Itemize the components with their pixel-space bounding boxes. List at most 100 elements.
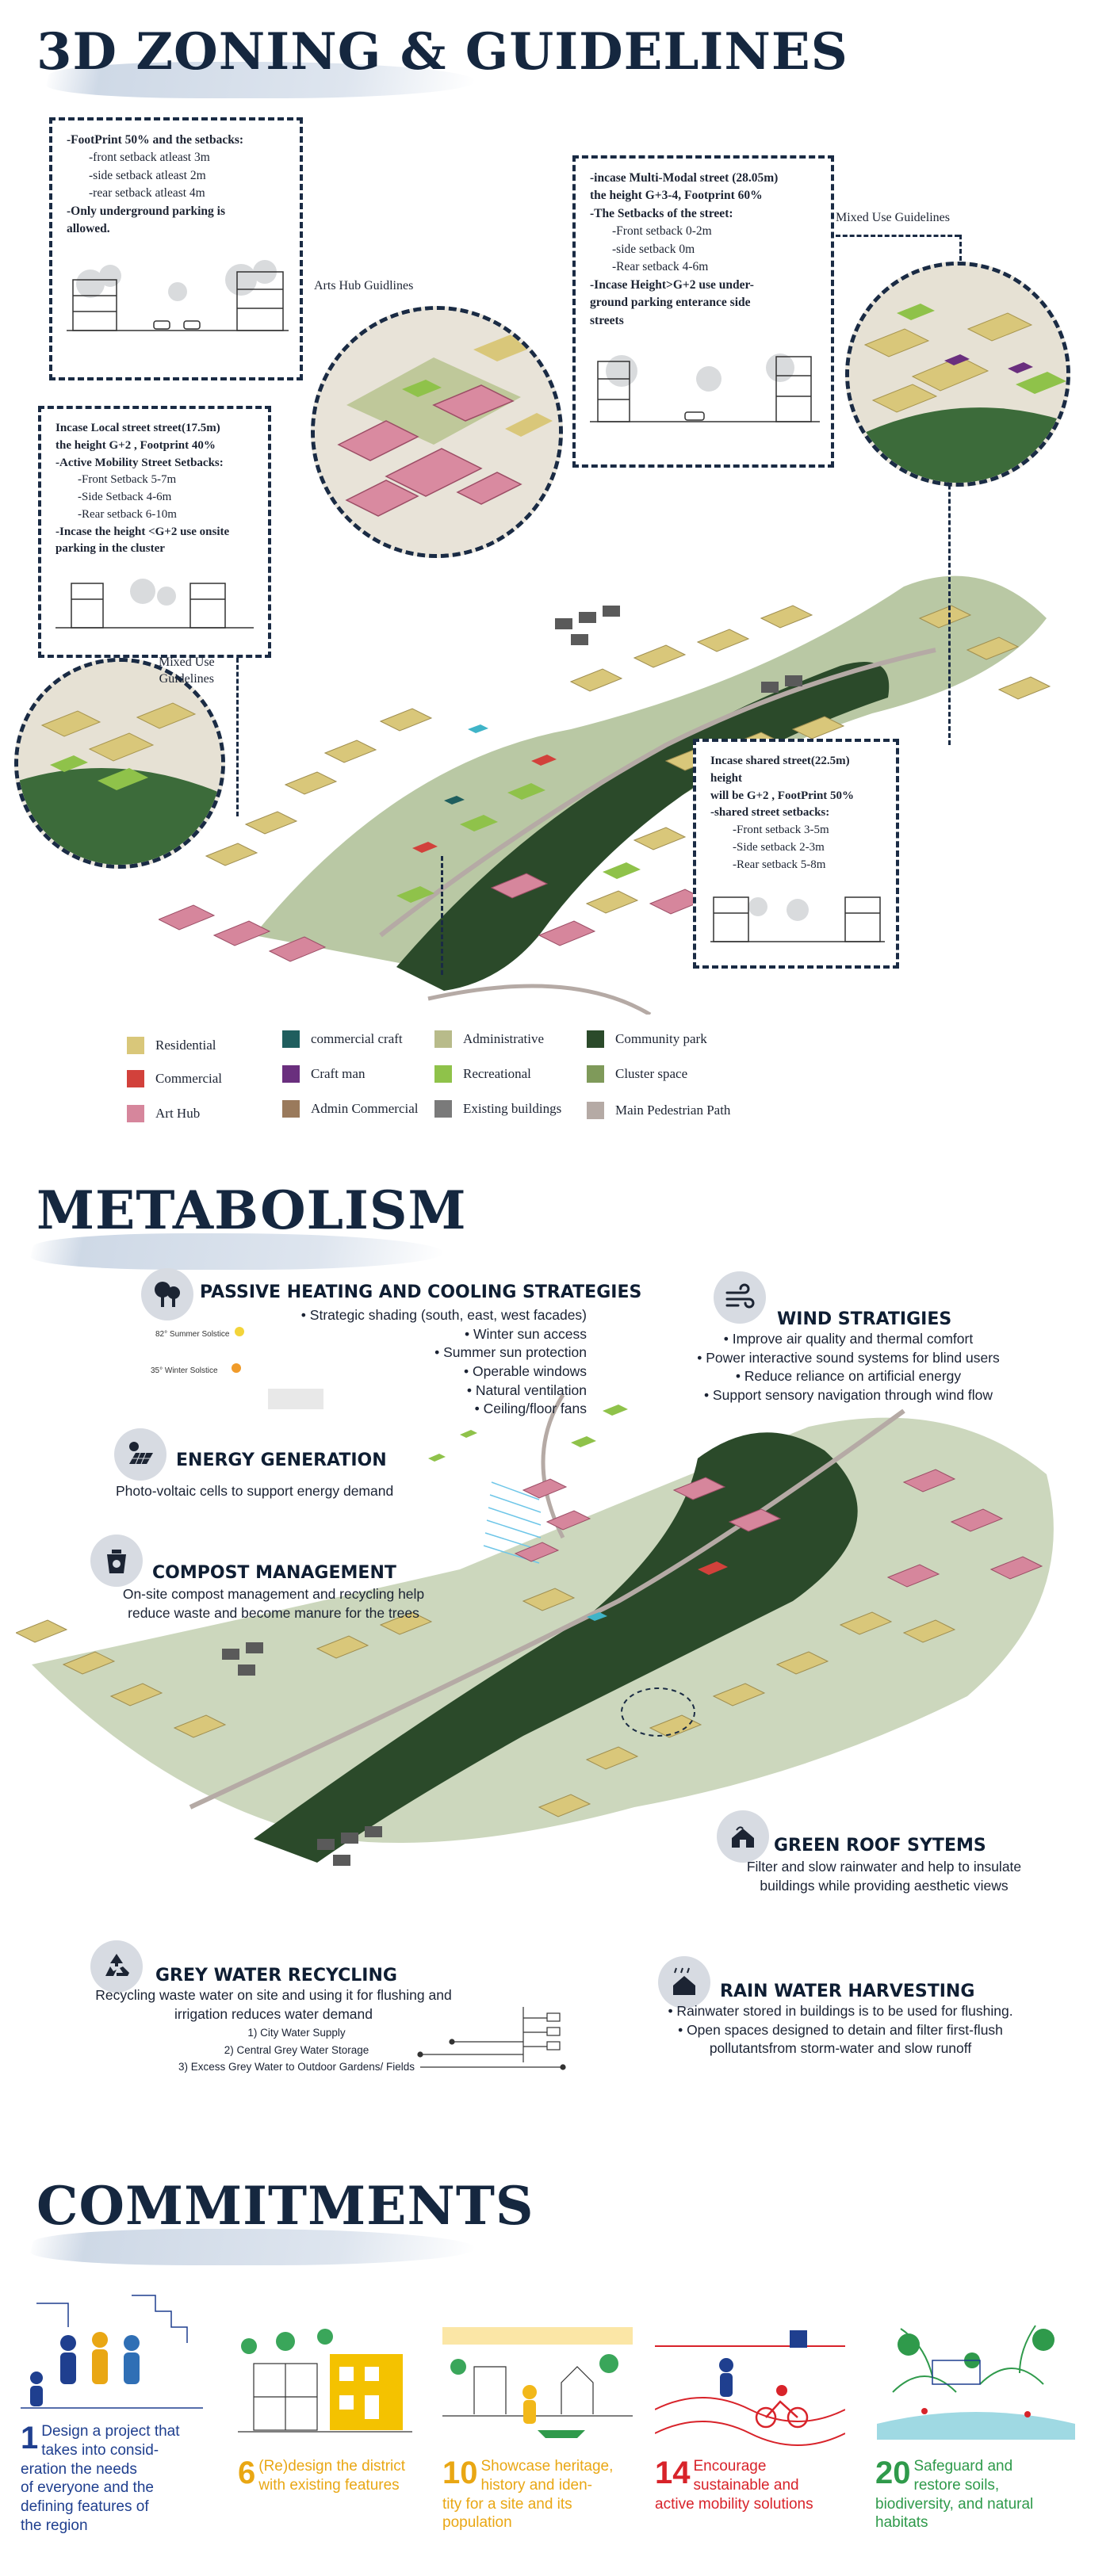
zoning-title: 3D ZONING & GUIDELINES — [36, 22, 848, 82]
commitment-line: sustainable and — [693, 2476, 799, 2494]
commitment-10-illustration — [442, 2319, 633, 2446]
legend-label: Admin Commercial — [311, 1101, 419, 1116]
grey-water-heading: GREY WATER RECYCLING — [155, 1966, 397, 1986]
grey-water-diagram — [404, 1999, 579, 2078]
guideline-note-multimodal: -incase Multi-Modal street (28.05m) the … — [572, 155, 834, 468]
metabolism-title: METABOLISM — [36, 1179, 467, 1241]
wind-item: • Improve air quality and thermal comfor… — [723, 1331, 974, 1347]
connector-line — [836, 235, 959, 237]
legend-item: Recreational — [434, 1065, 531, 1083]
commitment-6-illustration — [238, 2322, 412, 2446]
rain-water-line: • Rainwater stored in buildings is to be… — [668, 2003, 1013, 2019]
green-roof-line: buildings while providing aesthetic view… — [760, 1877, 1009, 1894]
wind-icon — [714, 1271, 766, 1324]
commitment-line: Encourage — [693, 2458, 767, 2475]
legend-item: Admin Commercial — [282, 1100, 419, 1118]
grey-water-step: 1) City Water Supply — [247, 2027, 346, 2039]
commitment-line: (Re)design the district — [258, 2458, 406, 2475]
commitments-title: COMMITMENTS — [36, 2175, 534, 2237]
legend-swatch — [282, 1065, 300, 1083]
legend-swatch — [434, 1100, 452, 1118]
note-line: -Only underground parking is — [67, 204, 225, 218]
commitment-1-illustration — [21, 2280, 203, 2414]
legend-label: Cluster space — [615, 1066, 688, 1081]
guideline-note-shared-street: Incase shared street(22.5m) height will … — [693, 739, 899, 969]
commitment-line: Safeguard and — [913, 2458, 1013, 2475]
legend-label: Community park — [615, 1031, 707, 1046]
legend-item: Community park — [587, 1030, 707, 1048]
note-line: -front setback atleast 3m — [89, 151, 210, 165]
note-line: -Incase Height>G+2 use under- — [590, 277, 754, 292]
guideline-note-footprint: -FootPrint 50% and the setbacks: -front … — [49, 117, 303, 380]
legend-swatch — [282, 1030, 300, 1048]
legend-label: Art Hub — [155, 1106, 201, 1121]
green-roof-text: Filter and slow rainwater and help to in… — [698, 1858, 1070, 1895]
connector-line — [959, 235, 962, 282]
commitment-line: population — [442, 2514, 512, 2532]
passive-item: • Strategic shading (south, east, west f… — [300, 1307, 587, 1323]
grey-water-line: Recycling waste water on site and using … — [95, 1987, 452, 2003]
wind-heading: WIND STRATIGIES — [777, 1309, 952, 1329]
commitment-number: 6 — [238, 2456, 256, 2490]
note-line: -Side Setback 4-6m — [78, 491, 172, 503]
commitment-line: history and iden- — [480, 2476, 592, 2494]
wind-item: • Support sensory navigation through win… — [703, 1386, 993, 1403]
sun-icon — [235, 1327, 244, 1336]
note-line: -side setback atleast 2m — [89, 168, 206, 182]
legend-swatch — [587, 1065, 604, 1083]
note-line: -Front Setback 5-7m — [78, 473, 177, 487]
legend-label: Main Pedestrian Path — [615, 1103, 731, 1118]
legend-label: Commercial — [155, 1071, 223, 1086]
arts-hub-detail-circle — [311, 306, 563, 558]
legend-swatch — [127, 1070, 144, 1087]
note-line: -Side setback 2-3m — [733, 840, 825, 854]
grey-water-step: 3) Excess Grey Water to Outdoor Gardens/… — [178, 2061, 415, 2073]
legend-swatch — [434, 1065, 452, 1083]
guideline-note-local-street: Incase Local street street(17.5m) the he… — [38, 406, 271, 658]
shading-section-sketch — [268, 1389, 323, 1409]
summer-solstice-label: 82° Summer Solstice — [155, 1330, 230, 1339]
grey-water-line: irrigation reduces water demand — [174, 2005, 373, 2022]
mixed-use-detail-circle-left — [14, 658, 225, 869]
legend-label: Existing buildings — [463, 1101, 562, 1116]
commitment-line: Design a project that — [41, 2423, 180, 2440]
commitment-6: 6 (Re)design the district with existing … — [238, 2457, 436, 2495]
legend-swatch — [127, 1105, 144, 1122]
energy-text: Photo-voltaic cells to support energy de… — [116, 1483, 394, 1499]
passive-item: • Natural ventilation — [466, 1382, 587, 1398]
note-line: -Rear setback 5-8m — [733, 858, 826, 871]
green-roof-heading: GREEN ROOF SYTEMS — [774, 1836, 986, 1856]
note-line: -Active Mobility Street Setbacks: — [56, 456, 224, 469]
compost-line: reduce waste and become manure for the t… — [128, 1604, 419, 1621]
legend-swatch — [587, 1030, 604, 1048]
solar-panel-icon — [114, 1428, 166, 1481]
note-line: Incase shared street(22.5m) — [710, 755, 850, 767]
note-line: -incase Multi-Modal street (28.05m) — [590, 171, 779, 185]
legend-item: Main Pedestrian Path — [587, 1102, 730, 1119]
note-line: allowed. — [67, 222, 110, 236]
commitment-line: active mobility solutions — [655, 2495, 813, 2513]
passive-item: • Ceiling/floor fans — [474, 1401, 587, 1417]
tree-icon — [141, 1268, 193, 1320]
grey-water-steps: 1) City Water Supply 2) Central Grey Wat… — [130, 2024, 463, 2076]
connector-line — [236, 658, 239, 816]
note-line: -Incase the height <G+2 use onsite — [56, 525, 230, 538]
legend-item: commercial craft — [282, 1030, 403, 1048]
rain-water-text: • Rainwater stored in buildings is to be… — [618, 2002, 1062, 2058]
connector-line — [948, 428, 951, 745]
note-line: the height G+3-4, Footprint 60% — [590, 189, 763, 203]
arts-hub-label: Arts Hub Guidlines — [314, 279, 414, 292]
rain-water-line: pollutantsfrom storm-water and slow runo… — [709, 2040, 972, 2057]
passive-items: • Strategic shading (south, east, west f… — [238, 1306, 587, 1419]
note-line: height — [710, 771, 743, 785]
label-line: Mixed Use — [159, 655, 215, 669]
commitment-line: biodiversity, and natural — [875, 2495, 1034, 2513]
legend-item: Art Hub — [127, 1105, 200, 1122]
zoning-masterplan-3d — [157, 523, 1070, 1017]
legend-item: Existing buildings — [434, 1100, 561, 1118]
note-line: -FootPrint 50% and the setbacks: — [67, 133, 244, 147]
commitment-line: habitats — [875, 2514, 928, 2532]
compost-text: On-site compost management and recycling… — [87, 1585, 460, 1622]
commitment-line: the region — [21, 2517, 88, 2534]
passive-item: • Operable windows — [464, 1363, 587, 1379]
